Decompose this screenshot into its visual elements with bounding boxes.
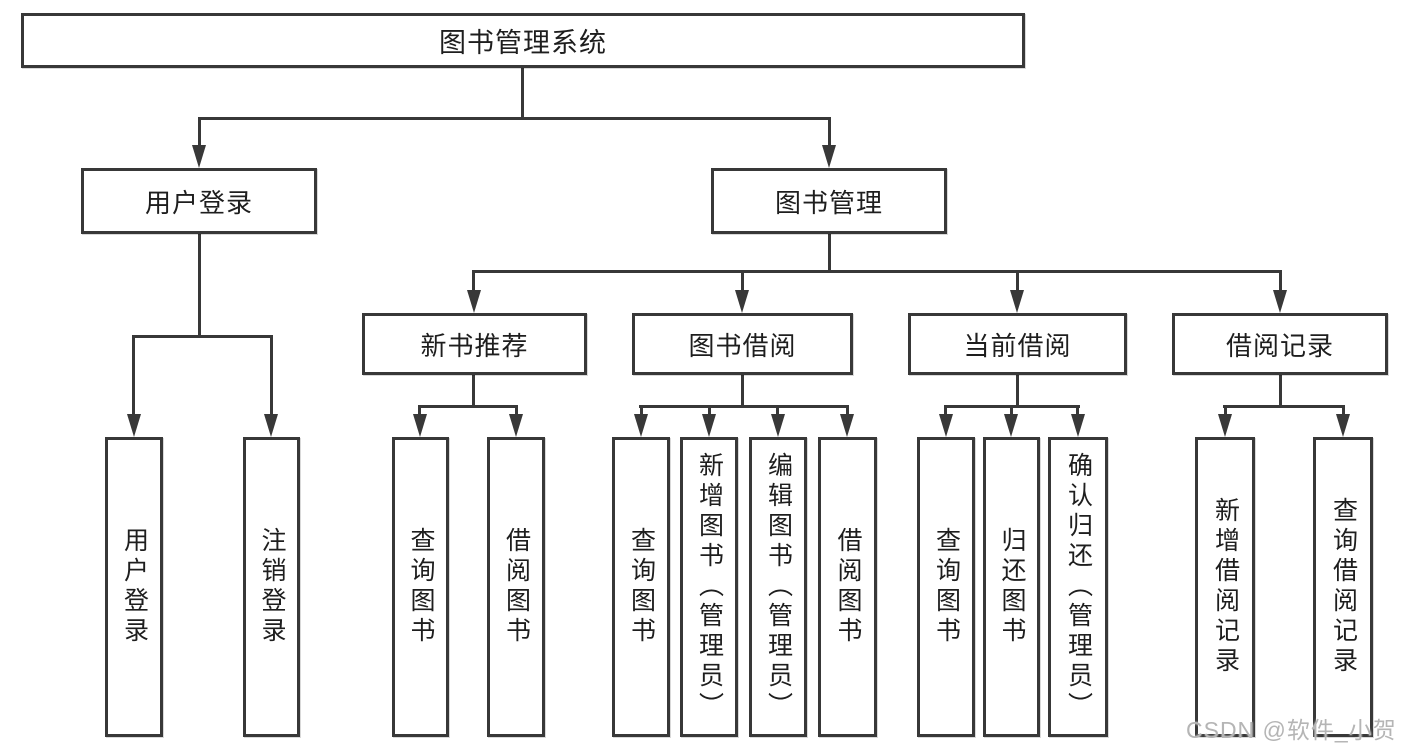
leaf-label: 查询借阅记录 [1329,497,1358,677]
connector-line [776,405,779,417]
leaf-query-borrow-record: 查询借阅记录 [1313,437,1373,737]
node-book-mgmt-label: 图书管理 [774,187,883,218]
node-new-book-recommend-label: 新书推荐 [420,330,529,361]
connector-line [1010,405,1013,417]
arrow-down-icon [702,414,716,437]
connector-line [741,375,744,408]
leaf-query-books-recommend: 查询图书 [392,437,449,737]
arrow-down-icon [939,414,953,437]
connector-line [515,405,518,417]
connector-line [418,405,421,417]
leaf-confirm-return-admin: 确认归还（管理员） [1048,437,1108,737]
connector-line [708,405,711,417]
leaf-edit-books-admin: 编辑图书（管理员） [749,437,807,737]
arrow-down-icon [634,414,648,437]
leaf-label: 借阅图书 [502,527,531,647]
leaf-label: 新增图书（管理员） [695,452,724,722]
arrow-down-icon [1010,290,1024,313]
connector-line [198,117,201,149]
connector-line [828,117,831,149]
leaf-user-login-label: 用户登录 [120,527,149,647]
node-current-borrow-label: 当前借阅 [963,330,1072,361]
arrow-down-icon [467,290,481,313]
connector-line [472,375,475,408]
arrow-down-icon [735,290,749,313]
connector-line [270,335,273,417]
leaf-label: 查询图书 [407,527,435,647]
node-book-mgmt: 图书管理 [711,168,947,234]
connector-line [828,234,831,273]
leaf-query-books-borrow: 查询图书 [612,437,670,737]
leaf-user-login: 用户登录 [105,437,163,737]
leaf-label: 借阅图书 [834,527,862,647]
leaf-add-borrow-record: 新增借阅记录 [1195,437,1255,737]
leaf-label: 确认归还（管理员） [1064,452,1093,722]
connector-line [472,270,475,293]
leaf-label: 归还图书 [998,527,1026,647]
connector-line [640,405,643,417]
connector-line [846,405,849,417]
connector-line [1224,405,1227,417]
arrow-down-icon [127,414,141,437]
node-borrow-record-label: 借阅记录 [1225,330,1334,361]
connector-line [1016,270,1019,293]
node-current-borrow: 当前借阅 [908,313,1127,375]
node-book-borrow-label: 图书借阅 [688,330,797,361]
leaf-logout-label: 注销登录 [258,527,286,647]
leaf-return-books: 归还图书 [983,437,1040,737]
node-root: 图书管理系统 [21,13,1025,68]
connector-line [198,117,831,120]
connector-line [418,405,518,408]
connector-line [639,405,849,408]
leaf-logout: 注销登录 [243,437,300,737]
arrow-down-icon [840,414,854,437]
connector-line [944,405,947,417]
leaf-label: 编辑图书（管理员） [764,452,793,722]
leaf-label: 查询图书 [932,527,961,647]
arrow-down-icon [413,414,427,437]
arrow-down-icon [1218,414,1232,437]
node-book-borrow: 图书借阅 [632,313,853,375]
arrow-down-icon [509,414,523,437]
arrow-down-icon [822,145,836,168]
leaf-add-books-admin: 新增图书（管理员） [680,437,738,737]
node-user-login: 用户登录 [81,168,317,234]
arrow-down-icon [771,414,785,437]
connector-line [472,270,1282,273]
connector-line [198,234,201,338]
node-new-book-recommend: 新书推荐 [362,313,587,375]
connector-line [741,270,744,293]
leaf-label: 查询图书 [627,527,656,647]
leaf-borrow-books-recommend: 借阅图书 [487,437,545,737]
leaf-borrow-books: 借阅图书 [818,437,877,737]
connector-line [132,335,273,338]
arrow-down-icon [1004,414,1018,437]
connector-line [1016,375,1019,408]
node-borrow-record: 借阅记录 [1172,313,1388,375]
arrow-down-icon [192,145,206,168]
connector-line [521,68,524,120]
connector-line [132,335,135,417]
connector-line [1076,405,1079,417]
leaf-label: 新增借阅记录 [1211,497,1240,677]
node-user-login-label: 用户登录 [144,187,253,218]
connector-line [1223,405,1345,408]
arrow-down-icon [1071,414,1085,437]
node-root-label: 图书管理系统 [439,28,607,58]
csdn-watermark: CSDN @软件_小贺同学 [1186,717,1397,743]
connector-line [1279,374,1282,408]
arrow-down-icon [1336,414,1350,437]
connector-line [1342,405,1345,417]
connector-line [1279,270,1282,293]
arrow-down-icon [264,414,278,437]
arrow-down-icon [1273,290,1287,313]
leaf-query-books-current: 查询图书 [917,437,975,737]
